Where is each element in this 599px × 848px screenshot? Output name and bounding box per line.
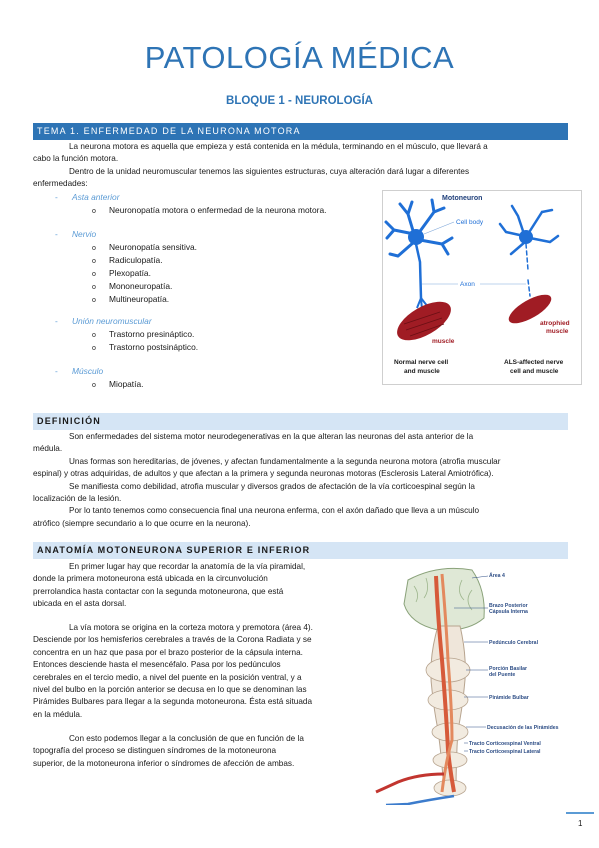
figure-label: Motoneuron bbox=[442, 195, 482, 202]
cell-body-left bbox=[408, 229, 424, 245]
figure-label: atrophied bbox=[540, 320, 570, 327]
footer-rule bbox=[566, 812, 594, 814]
figure-caption: ALS-affected nerve bbox=[504, 359, 564, 366]
figure-label: Tracto Corticoespinal Lateral bbox=[469, 749, 541, 755]
category-label: -Músculo bbox=[55, 366, 104, 376]
pyramidal-pathway-figure: Área 4 Brazo Posterior Cápsula Interna P… bbox=[375, 567, 559, 805]
figure-caption: cell and muscle bbox=[510, 368, 559, 375]
figure-label: muscle bbox=[432, 338, 455, 345]
figure-label: Porción Basilar bbox=[489, 666, 527, 672]
muscle-atrophied bbox=[508, 294, 552, 324]
corticospinal-tract bbox=[434, 575, 456, 793]
category-label: -Unión neuromuscular bbox=[55, 316, 152, 326]
figure-frame bbox=[382, 190, 582, 385]
paragraph: La neurona motora es aquella que empieza… bbox=[33, 142, 488, 164]
figure-label: Cell body bbox=[456, 219, 484, 226]
cell-body-right bbox=[519, 230, 533, 244]
figure-label: Cápsula Interna bbox=[489, 609, 528, 615]
paragraph: En primer lugar hay que recordar la anat… bbox=[33, 562, 306, 609]
category-label: -Nervio bbox=[55, 229, 97, 239]
paragraph: Dentro de la unidad neuromuscular tenemo… bbox=[33, 167, 470, 189]
figure-caption: and muscle bbox=[404, 368, 440, 375]
section-heading-anatomia: ANATOMÍA MOTONEURONA SUPERIOR E INFERIOR bbox=[33, 542, 568, 559]
section-heading-definicion: DEFINICIÓN bbox=[33, 413, 568, 430]
normal-neuron bbox=[384, 198, 454, 300]
section-heading-tema1: TEMA 1. ENFERMEDAD DE LA NEURONA MOTORA bbox=[33, 123, 568, 140]
figure-label: Pedúnculo Cerebral bbox=[489, 640, 539, 646]
peripheral-nerve bbox=[375, 772, 445, 794]
page-title: PATOLOGÍA MÉDICA bbox=[144, 40, 455, 75]
figure-label: Axon bbox=[460, 281, 475, 288]
figure-label: Tracto Corticoespinal Ventral bbox=[469, 741, 541, 747]
figure-label: Área 4 bbox=[489, 572, 505, 579]
page-number: 1 bbox=[578, 819, 583, 828]
als-neuron bbox=[498, 204, 560, 297]
figure-caption: Normal nerve cell bbox=[394, 359, 448, 366]
figure-label: muscle bbox=[546, 328, 569, 335]
motoneuron-figure: Motoneuron Cell body Axon muscle atrophi… bbox=[382, 190, 582, 385]
paragraph: Con esto podemos llegar a la conclusión … bbox=[33, 734, 304, 768]
figure-label: Pirámide Bulbar bbox=[489, 695, 529, 701]
figure-label: Decusación de las Pirámides bbox=[487, 725, 559, 731]
page-subtitle: BLOQUE 1 - NEUROLOGÍA bbox=[226, 95, 373, 107]
figure-label: del Puente bbox=[489, 672, 515, 678]
paragraph: Son enfermedades del sistema motor neuro… bbox=[33, 432, 501, 528]
paragraph: La vía motora se origina en la corteza m… bbox=[33, 623, 313, 719]
category-label: -Asta anterior bbox=[55, 192, 120, 202]
figure-label: Brazo Posterior bbox=[489, 603, 528, 609]
muscle-normal bbox=[397, 301, 451, 341]
